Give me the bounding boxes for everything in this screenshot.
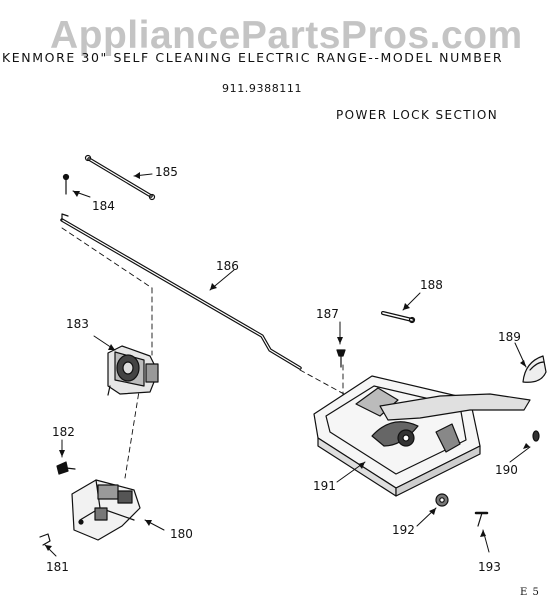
dashed-leader-lines (61, 227, 356, 479)
part-181-clip (39, 533, 51, 546)
arrowheads (45, 172, 530, 551)
diagram-title: KENMORE 30" SELF CLEANING ELECTRIC RANGE… (2, 50, 504, 65)
part-label-183: 183 (66, 317, 89, 331)
part-label-184: 184 (92, 199, 115, 213)
part-label-193: 193 (478, 560, 501, 574)
part-label-191: 191 (313, 479, 336, 493)
part-182-screw (56, 461, 76, 475)
part-label-187: 187 (316, 307, 339, 321)
part-number-labels: 184 185 186 188 187 189 183 182 191 190 … (46, 165, 521, 574)
part-label-186: 186 (216, 259, 239, 273)
part-label-192: 192 (392, 523, 415, 537)
part-label-189: 189 (498, 330, 521, 344)
part-label-182: 182 (52, 425, 75, 439)
part-188-pin (381, 311, 416, 324)
part-190-rivet (532, 430, 540, 442)
section-title: POWER LOCK SECTION (336, 108, 499, 122)
part-191-latch-assembly (313, 375, 531, 497)
part-label-188: 188 (420, 278, 443, 292)
part-label-190: 190 (495, 463, 518, 477)
page-reference: E 5 (520, 587, 540, 598)
part-187-screw (336, 349, 346, 368)
part-label-180: 180 (170, 527, 193, 541)
part-180-bracket (71, 479, 141, 541)
model-number: 911.9388111 (222, 82, 303, 95)
part-189-cam (522, 355, 547, 383)
part-192-nut (435, 493, 449, 507)
part-label-181: 181 (46, 560, 69, 574)
watermark: AppliancePartsPros.com (50, 14, 523, 57)
part-183-solenoid (107, 345, 159, 396)
part-193-screw (474, 511, 489, 527)
part-185-rod (84, 154, 156, 201)
part-label-185: 185 (155, 165, 178, 179)
part-184-screw (62, 173, 70, 195)
part-186-lever-rod (60, 213, 302, 370)
